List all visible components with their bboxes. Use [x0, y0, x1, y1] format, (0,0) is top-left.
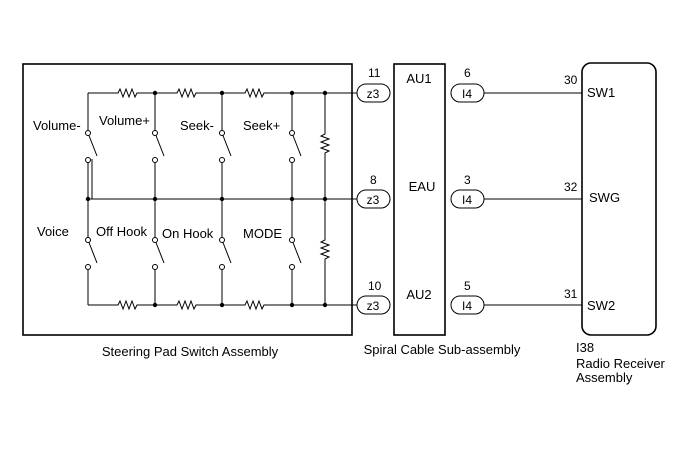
i4-connector-sw2: I4	[450, 295, 485, 315]
z3-pin-8: 8	[370, 173, 377, 187]
top-switch-columns	[87, 93, 302, 199]
receiver-pin-32: 32	[564, 180, 578, 194]
receiver-terminal-sw2: SW2	[587, 298, 615, 313]
switch-label-on-hook: On Hook	[162, 226, 214, 241]
vertical-resistor-lower	[319, 199, 331, 305]
switch-label-volume-plus: Volume+	[99, 113, 150, 128]
top-switch-contacts	[85, 130, 295, 163]
svg-text:z3: z3	[367, 299, 380, 313]
i4-pin-5: 5	[464, 279, 471, 293]
i4-pin-3: 3	[464, 173, 471, 187]
receiver-name-line1: Radio Receiver	[576, 356, 666, 371]
bottom-switch-contacts	[85, 237, 295, 270]
i4-pin-6: 6	[464, 66, 471, 80]
svg-text:I4: I4	[462, 87, 472, 101]
switch-label-seek-minus: Seek-	[180, 118, 214, 133]
vertical-resistor-upper	[319, 93, 331, 199]
receiver-code: I38	[576, 340, 594, 355]
switch-assembly-title: Steering Pad Switch Assembly	[102, 344, 279, 359]
z3-pin-11: 11	[368, 66, 381, 80]
radio-receiver-box	[581, 62, 657, 336]
switch-label-voice: Voice	[37, 224, 69, 239]
z3-pin-10: 10	[368, 279, 382, 293]
i4-connector-swg: I4	[450, 189, 485, 209]
svg-text:I4: I4	[462, 299, 472, 313]
bottom-switch-columns	[87, 199, 302, 305]
spiral-cable-box	[393, 63, 446, 336]
svg-text:z3: z3	[367, 193, 380, 207]
switch-label-mode: MODE	[243, 226, 282, 241]
junction-dots	[85, 90, 328, 308]
z3-connector-au1: z3	[356, 83, 391, 103]
switch-label-seek-plus: Seek+	[243, 118, 280, 133]
spiral-signal-au1: AU1	[406, 71, 431, 86]
bottom-ladder-rail	[88, 299, 357, 311]
svg-text:I4: I4	[462, 193, 472, 207]
top-ladder-rail	[88, 87, 357, 99]
spiral-signal-eau: EAU	[409, 179, 436, 194]
receiver-name-line2: Assembly	[576, 370, 633, 385]
receiver-terminal-swg: SWG	[589, 190, 620, 205]
z3-connector-au2: z3	[356, 295, 391, 315]
receiver-pin-31: 31	[564, 287, 578, 301]
spiral-cable-title: Spiral Cable Sub-assembly	[364, 342, 521, 357]
i4-connector-sw1: I4	[450, 83, 485, 103]
receiver-pin-30: 30	[564, 73, 578, 87]
switch-label-volume-minus: Volume-	[33, 118, 81, 133]
receiver-terminal-sw1: SW1	[587, 85, 615, 100]
switch-label-off-hook: Off Hook	[96, 224, 148, 239]
spiral-signal-au2: AU2	[406, 287, 431, 302]
svg-text:z3: z3	[367, 87, 380, 101]
z3-connector-eau: z3	[356, 189, 391, 209]
